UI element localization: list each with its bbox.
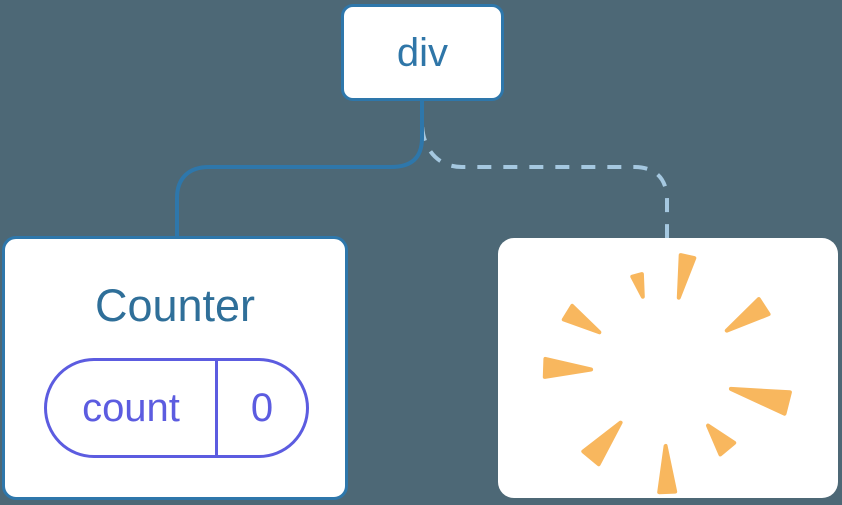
- solid-connector-line: [175, 101, 424, 236]
- dashed-connector-line: [420, 101, 669, 238]
- poof-starburst-icon: [542, 253, 792, 495]
- state-pill: count 0: [44, 358, 309, 458]
- root-div-node: div: [341, 4, 504, 101]
- root-div-label: div: [396, 30, 449, 75]
- state-pill-divider: [215, 361, 218, 455]
- state-key: count: [82, 385, 180, 430]
- state-value: 0: [250, 385, 274, 430]
- removed-component-node: [498, 238, 838, 498]
- counter-component-node: Counter count 0: [2, 236, 348, 500]
- counter-title: Counter: [94, 280, 256, 331]
